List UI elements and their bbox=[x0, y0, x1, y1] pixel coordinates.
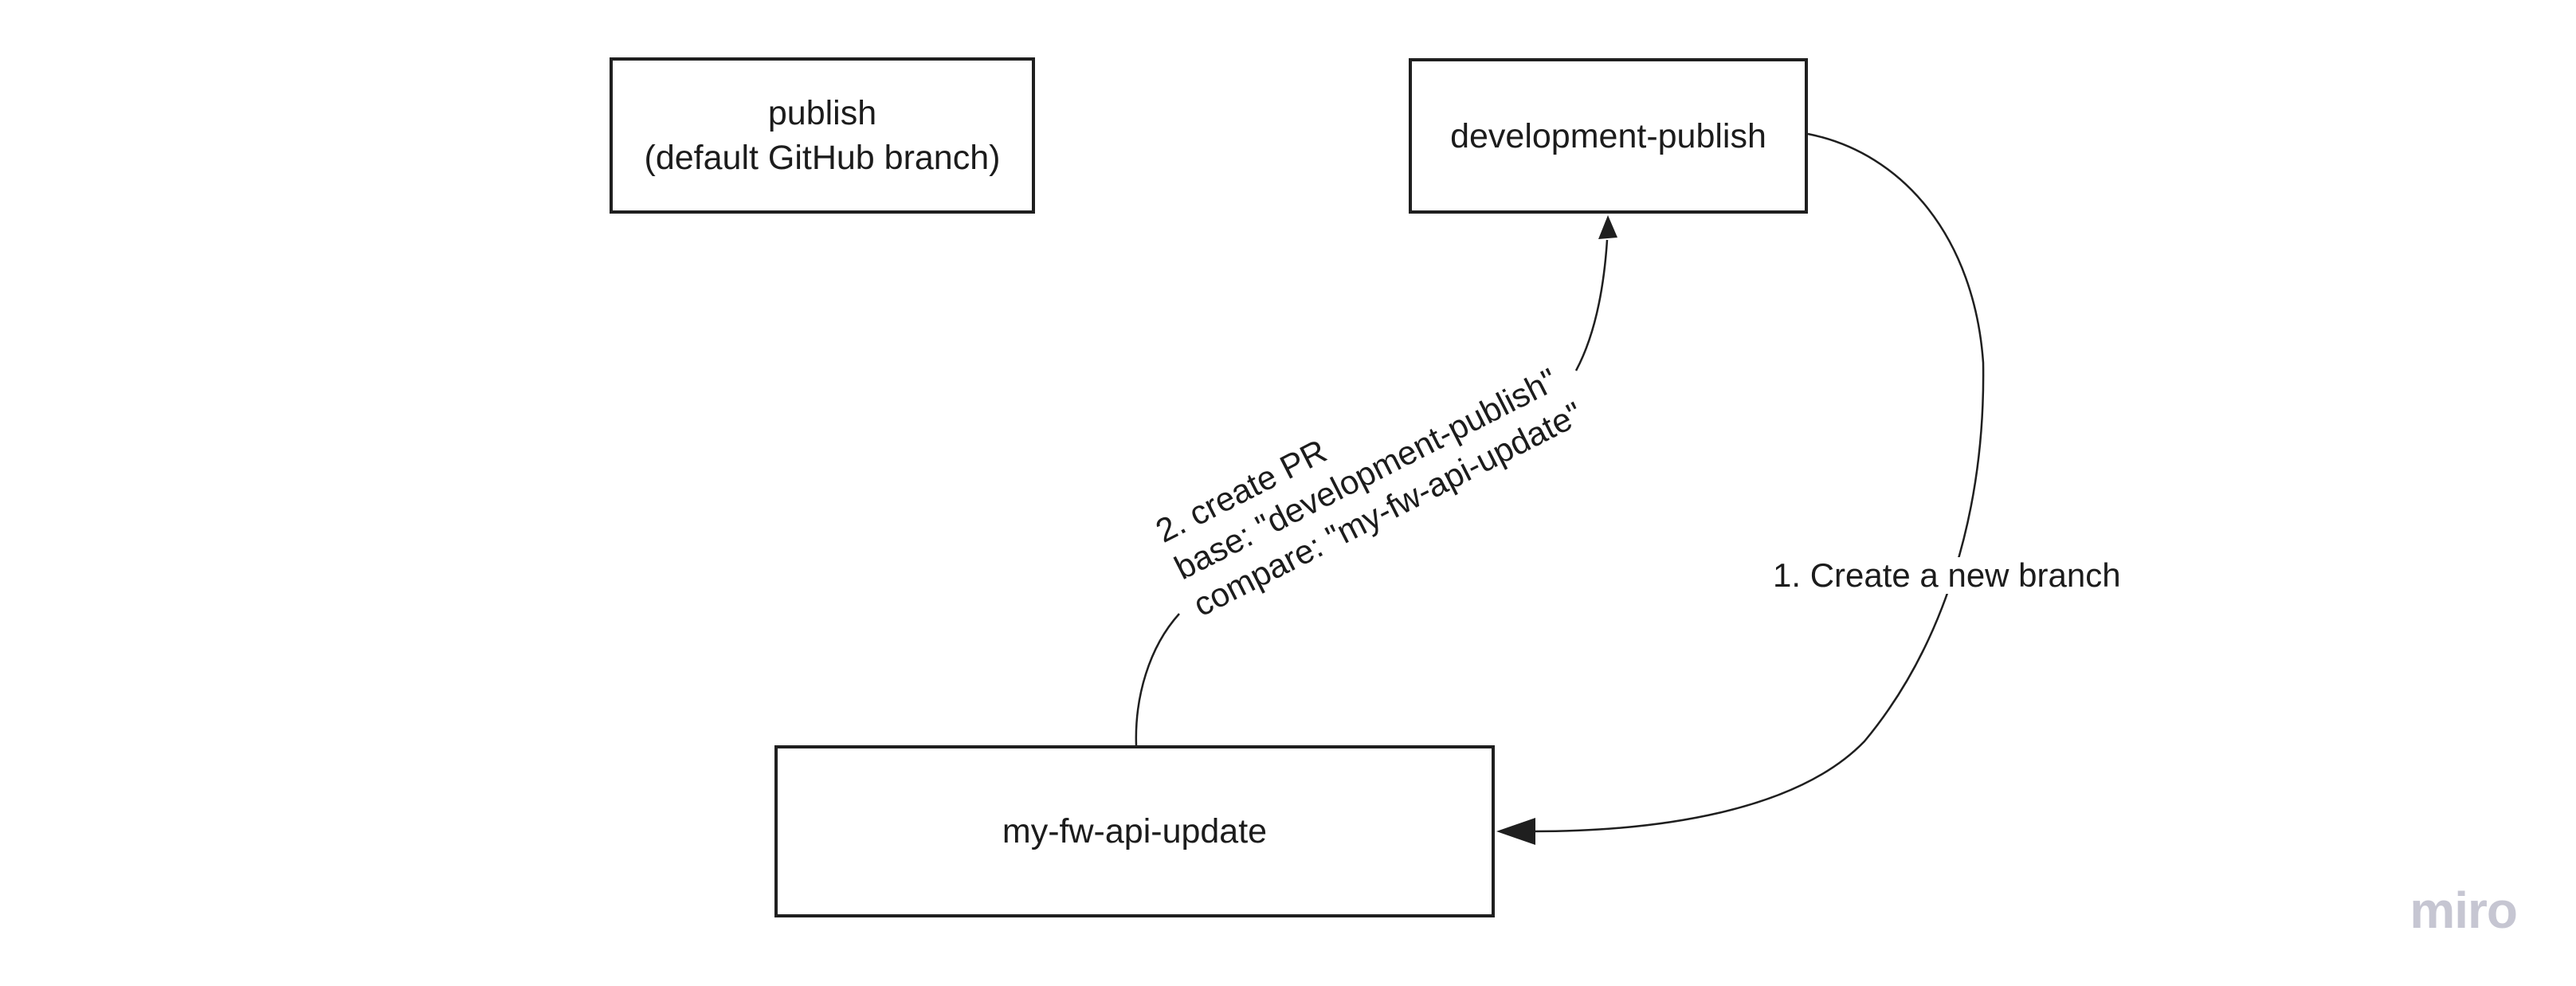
connector-create-branch-arrowhead-icon bbox=[1496, 818, 1535, 845]
node-development-publish-branch[interactable]: development-publish bbox=[1409, 58, 1808, 214]
connector-create-pr-line-upper[interactable] bbox=[1574, 239, 1609, 371]
connector-create-pr-line-lower[interactable] bbox=[1135, 613, 1180, 746]
node-publish-label-line1: publish bbox=[767, 94, 877, 132]
node-development-publish-label: development-publish bbox=[1450, 116, 1766, 155]
connector-label-create-branch[interactable]: 1. Create a new branch bbox=[1766, 557, 2127, 594]
node-publish-branch[interactable]: publish (default GitHub branch) bbox=[610, 57, 1035, 214]
node-my-fw-api-update-branch[interactable]: my-fw-api-update bbox=[774, 745, 1495, 917]
miro-watermark-logo: miro bbox=[2409, 882, 2518, 939]
node-my-fw-api-update-label: my-fw-api-update bbox=[1002, 812, 1268, 850]
connector-create-pr-arrowhead-icon bbox=[1598, 215, 1617, 239]
node-publish-label-line2: (default GitHub branch) bbox=[644, 139, 1001, 177]
